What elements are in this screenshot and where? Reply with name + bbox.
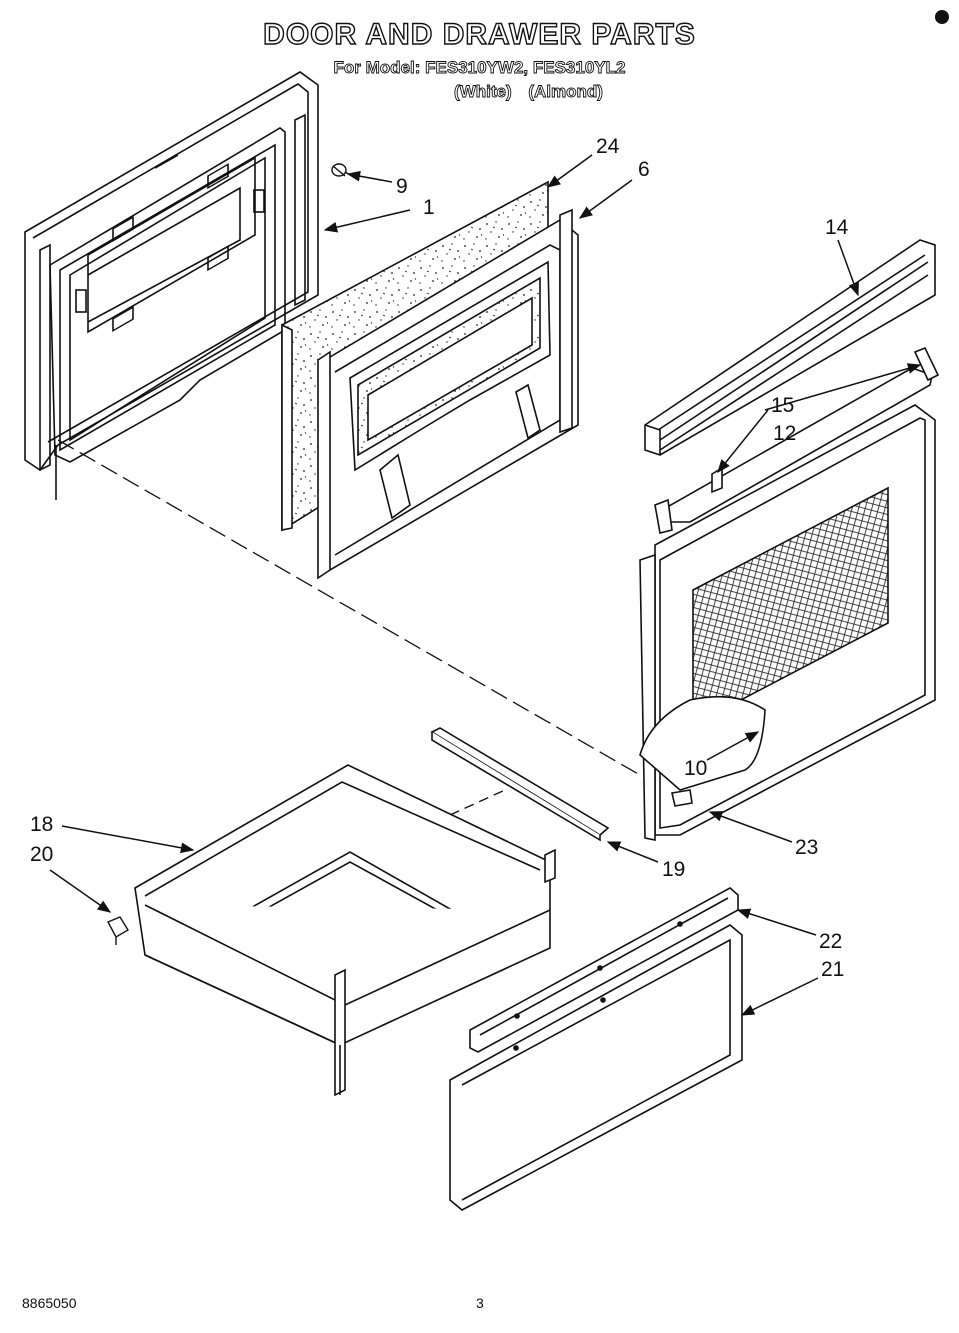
leader-lines [49, 154, 922, 1016]
callout-20: 20 [30, 843, 54, 866]
inner-door-liner [317, 208, 579, 580]
callout-24: 24 [596, 135, 620, 158]
callout-22: 22 [819, 930, 843, 953]
door-trim-strip [644, 239, 936, 456]
callout-1: 1 [423, 196, 435, 219]
callout-18: 18 [30, 813, 54, 836]
door-screw [331, 163, 353, 177]
callout-21: 21 [821, 958, 845, 981]
callout-12: 12 [773, 422, 797, 445]
drawer-rail [430, 727, 610, 842]
callout-15: 15 [771, 394, 795, 417]
page-title: DOOR AND DRAWER PARTS [262, 17, 696, 51]
callout-14: 14 [825, 216, 849, 239]
drawer-front-panel [449, 924, 743, 1211]
callout-9: 9 [396, 175, 408, 198]
storage-drawer [134, 764, 556, 1097]
callout-6: 6 [638, 158, 650, 181]
model-line: For Model: FES310YW2, FES310YL2 [333, 58, 626, 78]
color-white-label: (White) [454, 82, 512, 102]
page-number: 3 [476, 1295, 484, 1311]
oven-door-frame [639, 404, 936, 841]
document-number: 8865050 [22, 1295, 77, 1311]
color-variants: (White) (Almond) [0, 82, 959, 102]
punch-hole-dot [935, 10, 949, 24]
outer-door-panel [24, 71, 319, 500]
callout-10: 10 [684, 757, 708, 780]
callout-19: 19 [662, 858, 686, 881]
door-handle-bar [654, 346, 940, 534]
color-almond-label: (Almond) [528, 82, 603, 102]
callout-23: 23 [795, 836, 819, 859]
alignment-lines [57, 439, 641, 816]
drawer-glide [107, 916, 129, 945]
